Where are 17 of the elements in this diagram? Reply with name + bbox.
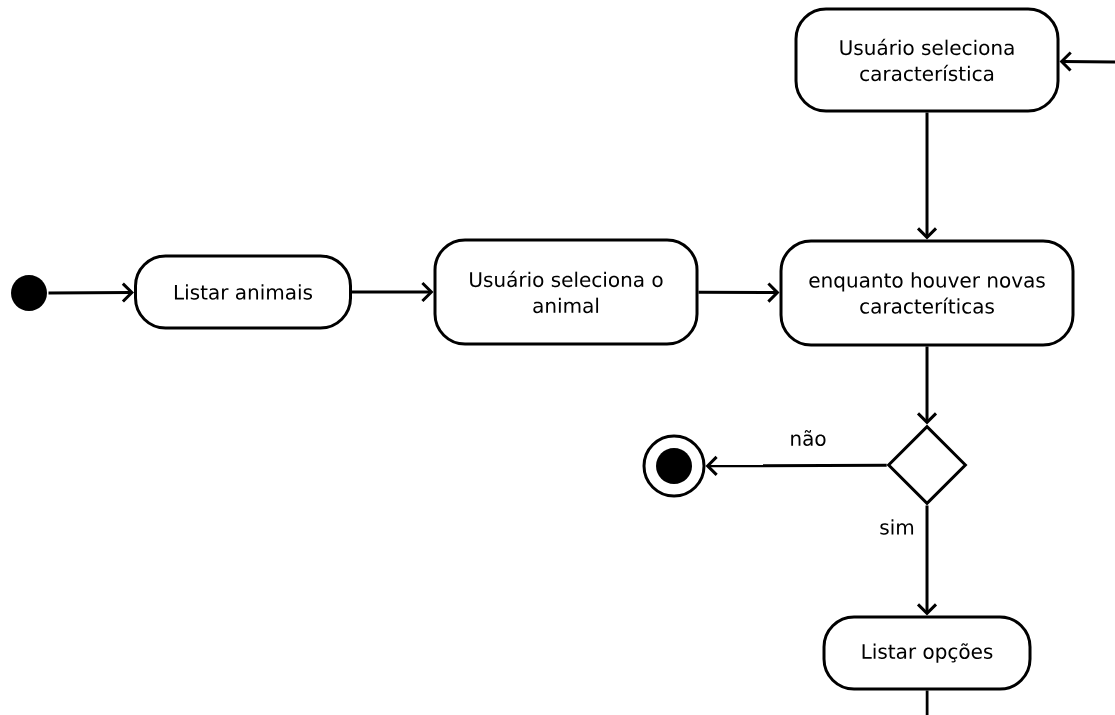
action-box: Usuário seleciona característica — [794, 7, 1060, 113]
arrow — [352, 281, 434, 303]
action-box: Listar opções — [822, 615, 1032, 691]
action-box: enquanto houver novas caracteríticas — [779, 239, 1075, 347]
arrow — [1059, 51, 1115, 72]
arrow — [48, 282, 134, 303]
start-dot — [11, 275, 47, 311]
edge-label: não — [787, 428, 829, 448]
arrow — [916, 505, 938, 616]
arrow — [705, 455, 887, 476]
arrow — [698, 282, 780, 303]
arrow — [916, 112, 938, 240]
action-box: Usuário seleciona o animal — [433, 238, 699, 346]
arrow — [916, 346, 938, 425]
action-box: Listar animais — [134, 254, 352, 330]
end-bullseye — [642, 434, 706, 498]
edge-label: sim — [877, 517, 917, 537]
